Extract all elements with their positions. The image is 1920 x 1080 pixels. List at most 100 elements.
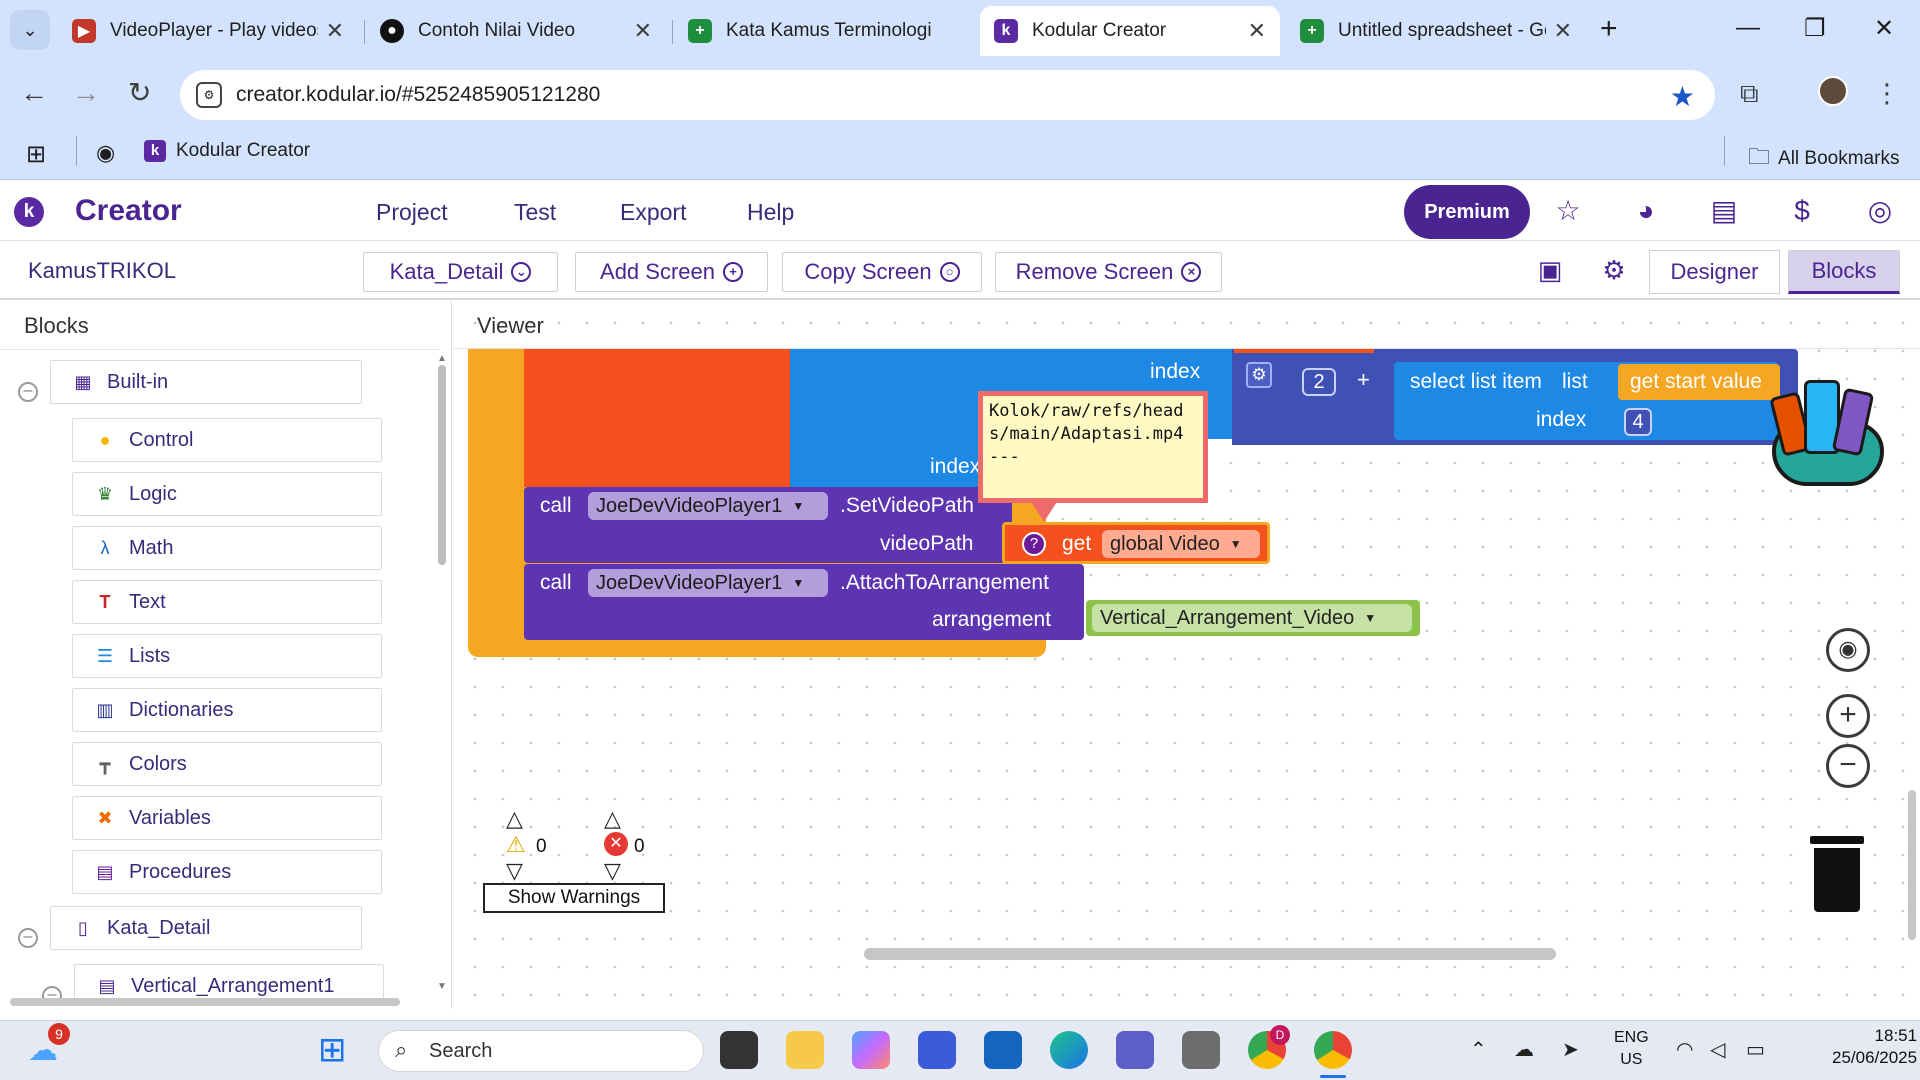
chrome-icon[interactable] [1314,1031,1352,1069]
close-icon[interactable]: ✕ [1247,18,1266,43]
list-block-segment[interactable] [790,349,1012,487]
panel-horizontal-scrollbar[interactable] [10,998,400,1006]
scroll-up-arrow-icon[interactable]: ▲ [437,353,447,364]
error-up-arrow-icon[interactable]: △ [604,806,621,831]
tree-vertical-arrangement1[interactable]: ▤ Vertical_Arrangement1 [74,964,384,999]
category-colors[interactable]: ┳ Colors [72,742,382,786]
zoom-in-icon[interactable]: + [1826,694,1870,738]
tab-contoh-nilai-video[interactable]: ● Contoh Nilai Video ✕ [366,6,666,56]
menu-project[interactable]: Project [376,199,448,225]
add-screen-button[interactable]: Add Screen + [575,252,768,292]
show-warnings-button[interactable]: Show Warnings [483,883,665,913]
category-procedures[interactable]: ▤ Procedures [72,850,382,894]
workspace-horizontal-scrollbar[interactable] [864,948,1556,960]
address-bar[interactable]: ⚙ creator.kodular.io/#5252485905121280 ★ [180,70,1715,120]
category-math[interactable]: λ Math [72,526,382,570]
site-settings-icon[interactable]: ⚙ [196,82,222,108]
number-2-field[interactable]: 2 [1302,368,1336,396]
palette-icon[interactable]: ◕ [1637,195,1655,226]
variable-dropdown[interactable]: global Video▼ [1102,530,1260,558]
tree-builtin[interactable]: ▦ Built-in [50,360,362,404]
battery-icon[interactable]: ▭ [1746,1039,1765,1061]
close-icon[interactable]: ✕ [633,18,652,43]
bookmark-star-icon[interactable]: ★ [1669,81,1695,112]
close-window-button[interactable]: ✕ [1874,15,1895,42]
reload-button[interactable]: ↻ [128,76,151,110]
blocks-toggle[interactable]: Blocks [1788,250,1900,294]
volume-icon[interactable]: ◁ [1710,1039,1726,1061]
file-explorer-icon[interactable] [786,1031,824,1069]
close-icon[interactable]: ✕ [325,18,344,43]
more-menu-icon[interactable]: ⋮ [1874,78,1900,108]
component-dropdown[interactable]: JoeDevVideoPlayer1▼ [588,492,828,520]
workspace-vertical-scrollbar[interactable] [1908,790,1916,940]
tab-untitled-spreadsheet[interactable]: + Untitled spreadsheet - Go ✕ [1286,6,1586,56]
onedrive-icon[interactable]: ☁ [1514,1039,1534,1061]
teams-icon[interactable] [1116,1031,1154,1069]
backpack-icon[interactable] [1764,372,1890,490]
scroll-down-arrow-icon[interactable]: ▼ [437,981,447,992]
folder-star-icon[interactable]: ☆ [1555,195,1581,226]
location-icon[interactable]: ➤ [1562,1039,1579,1061]
tray-overflow-icon[interactable]: ⌃ [1470,1039,1487,1061]
taskbar-search[interactable]: ⌕ Search [378,1030,704,1072]
tree-screen-kata-detail[interactable]: ▯ Kata_Detail [50,906,362,950]
bookmark-kodular[interactable]: k Kodular Creator [144,140,310,162]
outlook-icon[interactable] [984,1031,1022,1069]
category-text[interactable]: T Text [72,580,382,624]
tab-videoplayer[interactable]: ▶ VideoPlayer - Play videos ✕ [58,6,358,56]
close-icon[interactable]: ✕ [1553,18,1572,43]
error-down-arrow-icon[interactable]: ▽ [604,858,621,883]
apps-grid-icon[interactable]: ⊞ [26,141,47,168]
extensions-icon[interactable]: ⧉ [1740,78,1759,108]
menu-help[interactable]: Help [747,199,795,225]
tab-kata-kamus[interactable]: + Kata Kamus Terminologi [674,6,974,56]
collapse-icon[interactable]: – [42,986,62,999]
task-view-icon[interactable] [720,1031,758,1069]
warning-down-arrow-icon[interactable]: ▽ [506,858,523,883]
help-question-icon[interactable]: ? [1022,532,1046,556]
globe-icon[interactable]: ◉ [96,140,116,165]
all-bookmarks-button[interactable]: 🗀 All Bookmarks [1748,140,1899,178]
category-logic[interactable]: ♛ Logic [72,472,382,516]
tab-search-button[interactable]: ⌄ [10,10,50,50]
trash-icon[interactable] [1810,836,1864,912]
windows-start-icon[interactable]: ⊞ [318,1031,347,1069]
back-button[interactable]: ← [20,76,48,110]
profile-avatar[interactable] [1818,76,1848,106]
collapse-icon[interactable]: – [18,382,38,402]
warning-up-arrow-icon[interactable]: △ [506,806,523,831]
menu-test[interactable]: Test [514,199,557,225]
arrangement-dropdown[interactable]: Vertical_Arrangement_Video▼ [1092,604,1412,632]
tab-kodular-creator[interactable]: k Kodular Creator ✕ [980,6,1280,56]
clock[interactable]: 18:51 25/06/2025 [1832,1025,1917,1069]
new-tab-button[interactable]: + [1600,14,1618,44]
forward-button[interactable]: → [72,76,100,110]
text-block-segment[interactable] [524,349,790,487]
designer-toggle[interactable]: Designer [1649,250,1780,294]
app-icon[interactable] [1182,1031,1220,1069]
gallery-icon[interactable]: ▣ [1537,255,1563,285]
zoom-out-icon[interactable]: − [1826,744,1870,788]
menu-export[interactable]: Export [620,199,687,225]
mutator-gear-icon[interactable]: ⚙ [1246,362,1272,388]
number-4-field[interactable]: 4 [1624,408,1652,436]
copilot-icon[interactable] [852,1031,890,1069]
get-start-value-block[interactable]: get start value [1618,364,1780,400]
wifi-icon[interactable]: ◠ [1676,1039,1694,1061]
edge-icon[interactable] [1050,1031,1088,1069]
kodular-logo[interactable]: k [14,197,44,227]
category-dictionaries[interactable]: ▥ Dictionaries [72,688,382,732]
account-icon[interactable]: ◎ [1867,195,1893,226]
category-control[interactable]: ● Control [72,418,382,462]
language-indicator[interactable]: ENG US [1614,1027,1649,1071]
dollar-icon[interactable]: $ [1794,195,1810,226]
notes-icon[interactable]: ▤ [1710,195,1738,226]
restore-button[interactable]: ❐ [1804,15,1826,42]
component-dropdown[interactable]: JoeDevVideoPlayer1▼ [588,569,828,597]
category-lists[interactable]: ☰ Lists [72,634,382,678]
app-icon[interactable] [918,1031,956,1069]
premium-button[interactable]: Premium [1404,185,1530,239]
screen-selector[interactable]: Kata_Detail ⌄ [363,252,558,292]
remove-screen-button[interactable]: Remove Screen × [995,252,1222,292]
